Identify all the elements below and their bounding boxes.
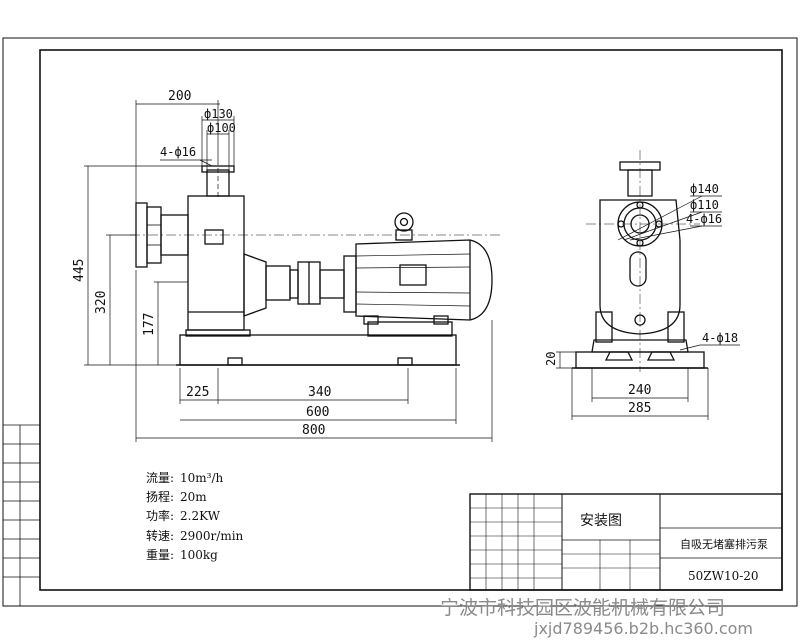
dim-side-dia-140: ф140	[690, 182, 719, 196]
spec-value-speed: 2900r/min	[180, 529, 244, 543]
dim-800: 800	[302, 423, 325, 438]
spec-label-weight: 重量:	[146, 548, 174, 562]
dim-side-240: 240	[628, 383, 651, 398]
watermark-url: jxjd789456.b2b.hc360.com	[533, 619, 753, 638]
spec-value-flow: 10m³/h	[180, 471, 224, 485]
drawing-frame	[2, 37, 798, 607]
side-view-pump	[572, 150, 708, 372]
dim-320: 320	[94, 291, 109, 314]
dimension-lines	[84, 100, 740, 442]
spec-label-power: 功率:	[146, 508, 174, 523]
front-view-pump	[130, 160, 500, 366]
dim-dia-100: ф100	[207, 121, 236, 135]
drawing-title: 安装图	[580, 513, 622, 529]
spec-label-speed: 转速:	[146, 528, 174, 543]
dim-side-bolts-4-16: 4-ф16	[686, 212, 722, 226]
spec-list: 流量: 10m³/h 扬程: 20m 功率: 2.2KW 转速: 2900r/m…	[146, 471, 244, 562]
dim-dia-130: ф130	[204, 107, 233, 121]
product-name: 自吸无堵塞排污泵	[680, 537, 768, 551]
dim-side-bolts-4-18: 4-ф18	[702, 331, 738, 345]
spec-value-weight: 100kg	[180, 548, 218, 562]
dim-177: 177	[142, 313, 157, 336]
spec-value-power: 2.2KW	[180, 509, 221, 523]
watermark-company: 宁波市科技园区波能机械有限公司	[440, 597, 725, 619]
title-block	[469, 493, 783, 591]
dim-side-dia-110: ф110	[690, 198, 719, 212]
dim-200: 200	[168, 89, 191, 104]
dim-600: 600	[306, 405, 329, 420]
spec-label-head: 扬程:	[146, 489, 174, 504]
dim-225: 225	[186, 385, 209, 400]
dim-side-20: 20	[544, 352, 558, 366]
dim-340: 340	[308, 385, 331, 400]
model-number: 50ZW10-20	[688, 569, 759, 583]
dim-side-285: 285	[628, 401, 651, 416]
dim-445: 445	[72, 259, 87, 282]
spec-label-flow: 流量:	[146, 471, 174, 485]
spec-value-head: 20m	[180, 490, 207, 504]
dim-bolts-4-16: 4-ф16	[160, 145, 196, 159]
